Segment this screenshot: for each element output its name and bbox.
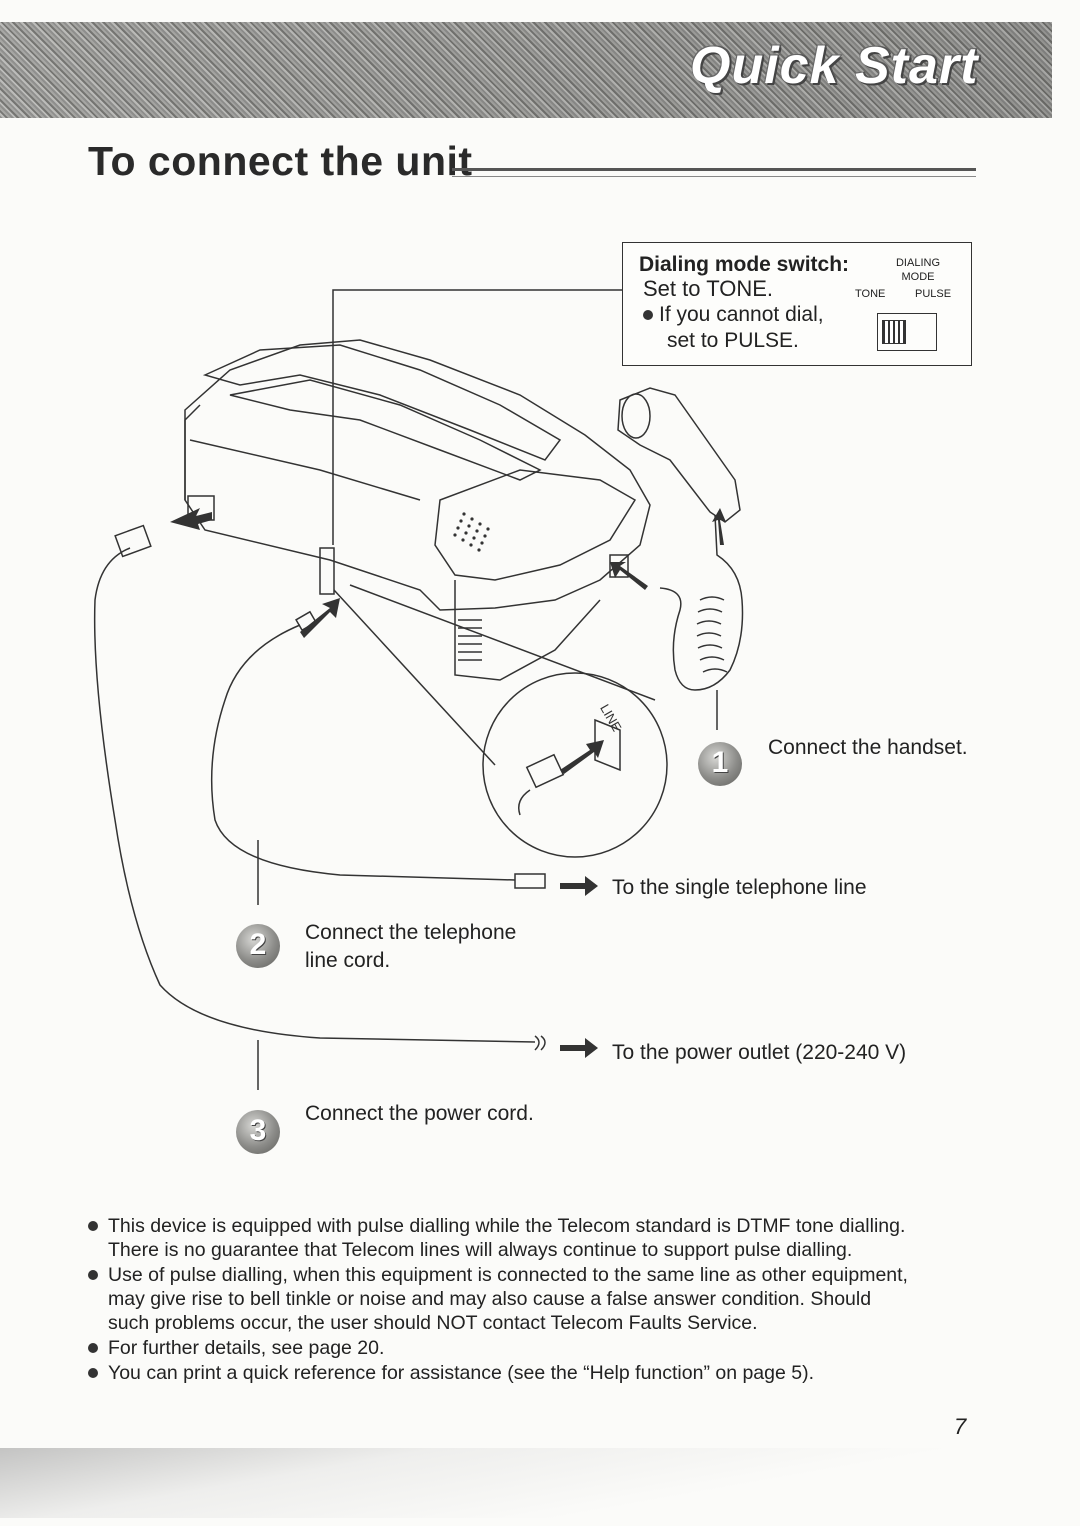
telephone-line-destination: To the single telephone line [612,876,867,899]
dialing-switch-title: Dialing mode switch: [639,253,850,276]
connection-arrows [170,508,726,1058]
step-1-text: Connect the handset. [768,736,968,759]
dialing-switch-line1: Set to TONE. [643,276,774,301]
side-vents [458,619,482,661]
speaker-grille [453,512,490,552]
step-2-number: 2 [249,928,267,961]
quick-start-banner: Quick Start [0,22,1052,118]
note-1-line2: There is no guarantee that Telecom lines… [108,1239,853,1261]
notes-list: This device is equipped with pulse diall… [86,1214,986,1386]
step-3-text: Connect the power cord. [305,1102,534,1125]
note-2-line1: Use of pulse dialling, when this equipme… [108,1264,908,1286]
bullet-icon [88,1368,98,1378]
note-1-line1: This device is equipped with pulse diall… [108,1215,906,1237]
note-item: Use of pulse dialling, when this equipme… [86,1263,986,1335]
switch-leader-line [332,289,622,545]
heading-rule [452,168,976,177]
dialing-mode-switch-box: Dialing mode switch: Set to TONE. If you… [622,242,972,366]
zoom-detail-circle [482,672,668,858]
note-item: This device is equipped with pulse diall… [86,1214,986,1262]
step-1-badge: 1 [698,742,742,786]
step-2-badge: 2 [236,924,280,968]
note-3-line1: For further details, see page 20. [108,1337,385,1359]
handset [617,387,741,523]
note-2-line2: may give rise to bell tinkle or noise an… [108,1288,872,1310]
line-jack-label: LINE [597,702,625,735]
footer-shading [0,1448,1080,1518]
switch-knob-icon [882,320,906,344]
dialing-switch-icon [877,313,937,351]
fax-back-ridge [189,439,421,501]
step-2-text-line1: Connect the telephone [305,921,517,944]
step-3-number: 3 [249,1114,267,1147]
power-outlet-destination: To the power outlet (220-240 V) [612,1041,907,1064]
fax-lower-body [454,580,601,681]
switch-graphic-tone: TONE [855,288,886,300]
line-jack [319,547,335,595]
note-item: You can print a quick reference for assi… [86,1361,986,1385]
telephone-line-cord [210,624,516,881]
step-1-number: 1 [711,746,729,779]
fax-paper-tray [202,344,562,461]
bullet-icon [88,1270,98,1280]
dialing-switch-line2: If you cannot dial, [659,303,824,326]
step-3-badge: 3 [236,1110,280,1154]
note-4-line1: You can print a quick reference for assi… [108,1362,815,1384]
fax-left-side [184,404,201,500]
page-heading: To connect the unit [88,138,473,184]
dialing-switch-line3: set to PULSE. [667,329,799,352]
wall-plug [514,873,546,889]
note-item: For further details, see page 20. [86,1336,986,1360]
power-cord [93,547,536,1043]
banner-texture [0,22,1052,118]
bullet-icon [88,1221,98,1231]
switch-graphic-dialing: DIALING [895,257,940,269]
handset-jack [609,554,629,578]
page-number: 7 [954,1414,967,1439]
power-plug [114,524,152,558]
note-2-line3: such problems occur, the user should NOT… [108,1312,758,1334]
switch-graphic-mode: MODE [901,271,935,283]
fax-body [184,339,651,611]
switch-graphic-pulse: PULSE [915,288,952,300]
handset-coil-cord [659,514,744,691]
banner-title: Quick Start [690,37,979,95]
dialing-switch-line2-row: If you cannot dial, [643,303,824,327]
fax-top-panel [229,379,542,481]
bullet-icon [643,310,653,321]
bullet-icon [88,1343,98,1353]
fax-front-panel [434,469,637,581]
step-2-text-line2: line cord. [305,949,391,972]
